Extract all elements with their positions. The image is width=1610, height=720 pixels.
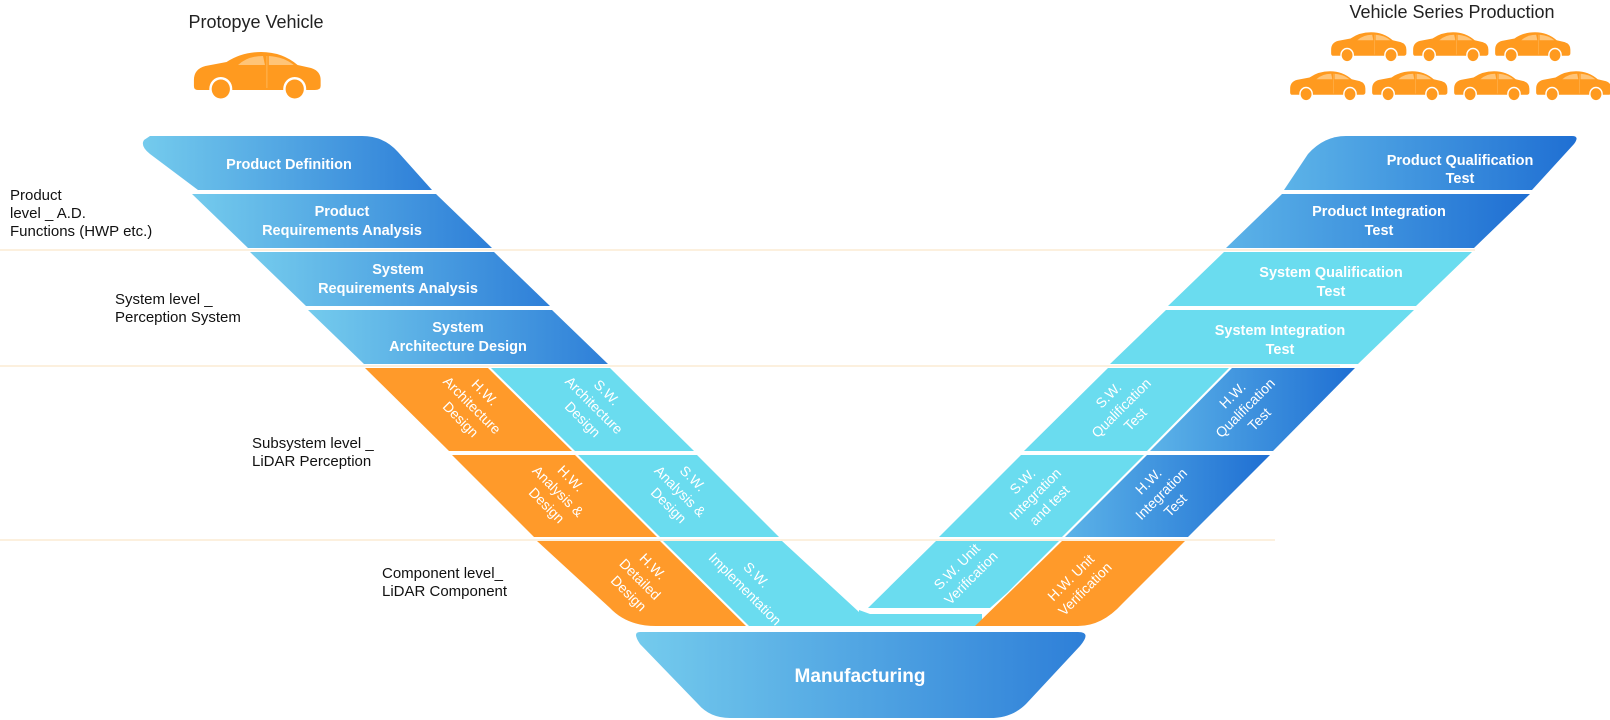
car-icon	[1494, 31, 1571, 63]
svg-text:Product Integration: Product Integration	[1312, 204, 1446, 220]
svg-text:Test: Test	[1365, 223, 1394, 239]
car-icon	[1453, 70, 1530, 102]
svg-text:System: System	[372, 262, 424, 278]
block-sw-qualification-test: S.W. Qualification Test	[1024, 368, 1229, 451]
car-icon	[1371, 70, 1448, 102]
block-hw-qualification-test: H.W. Qualification Test	[1150, 368, 1355, 451]
svg-text:System level _: System level _	[115, 291, 213, 308]
block-system-requirements-analysis: System Requirements Analysis	[250, 252, 550, 306]
svg-text:System Integration: System Integration	[1215, 323, 1346, 339]
svg-text:Product: Product	[10, 187, 63, 204]
block-product-qualification-test: Product Qualification Test	[1284, 136, 1577, 190]
block-product-requirements-analysis: Product Requirements Analysis	[192, 194, 492, 248]
svg-text:LiDAR Perception: LiDAR Perception	[252, 453, 371, 470]
block-hw-analysis-design: H.W. Analysis & Design	[452, 455, 657, 537]
svg-text:Component level_: Component level_	[382, 565, 504, 582]
car-icon	[1330, 31, 1407, 63]
level-product-label: Product level _ A.D. Functions (HWP etc.…	[10, 187, 152, 240]
svg-text:Product Qualification: Product Qualification	[1387, 153, 1534, 169]
svg-text:System: System	[432, 320, 484, 336]
svg-text:Test: Test	[1266, 342, 1295, 358]
block-product-integration-test: Product Integration Test	[1226, 194, 1530, 248]
svg-text:Test: Test	[1446, 171, 1475, 187]
svg-text:Requirements Analysis: Requirements Analysis	[262, 223, 422, 239]
block-sw-integration-test: S.W. Integration and test	[939, 455, 1144, 537]
block-hw-detailed-design: H.W. Detailed Design	[537, 541, 746, 626]
car-icon	[1289, 70, 1366, 102]
svg-text:LiDAR Component: LiDAR Component	[382, 583, 508, 600]
level-component-label: Component level_ LiDAR Component	[382, 565, 508, 600]
block-sw-implementation: S.W. Implementation	[663, 541, 982, 628]
prototype-vehicle-title: Protopye Vehicle	[188, 12, 323, 32]
svg-text:Functions (HWP etc.): Functions (HWP etc.)	[10, 223, 152, 240]
svg-text:System Qualification: System Qualification	[1259, 265, 1402, 281]
car-icon	[1535, 70, 1610, 102]
level-separators	[0, 249, 1475, 541]
svg-text:Manufacturing: Manufacturing	[795, 666, 926, 687]
block-sw-unit-verification: S.W. Unit Verification	[868, 540, 1059, 608]
block-hw-unit-verification: H.W. Unit Verification	[975, 541, 1185, 626]
svg-text:Product: Product	[315, 204, 370, 220]
block-product-definition: Product Definition	[142, 136, 432, 190]
block-sw-analysis-design: S.W. Analysis & Design	[578, 455, 779, 537]
block-hw-integration-test: H.W. Integration Test	[1065, 455, 1270, 537]
series-production-title: Vehicle Series Production	[1349, 2, 1554, 22]
svg-text:Product Definition: Product Definition	[226, 157, 352, 173]
block-system-qualification-test: System Qualification Test	[1168, 252, 1472, 306]
level-system-label: System level _ Perception System	[115, 291, 241, 326]
svg-text:level _ A.D.: level _ A.D.	[10, 205, 86, 222]
prototype-car-icon	[193, 51, 322, 102]
block-system-integration-test: System Integration Test	[1110, 310, 1414, 364]
svg-text:Requirements Analysis: Requirements Analysis	[318, 281, 478, 297]
svg-text:Test: Test	[1317, 284, 1346, 300]
svg-text:Perception System: Perception System	[115, 309, 241, 326]
block-manufacturing: Manufacturing	[636, 632, 1086, 718]
series-cars	[1289, 31, 1610, 102]
block-sw-architecture-design: S.W. Architecture Design	[491, 368, 694, 451]
level-subsystem-label: Subsystem level _ LiDAR Perception	[252, 435, 374, 470]
car-icon	[1412, 31, 1489, 63]
block-system-architecture-design: System Architecture Design	[308, 310, 608, 364]
block-hw-architecture-design: H.W. Architecture Design	[365, 368, 572, 451]
svg-text:Subsystem level _: Subsystem level _	[252, 435, 374, 452]
svg-text:Architecture Design: Architecture Design	[389, 339, 527, 355]
